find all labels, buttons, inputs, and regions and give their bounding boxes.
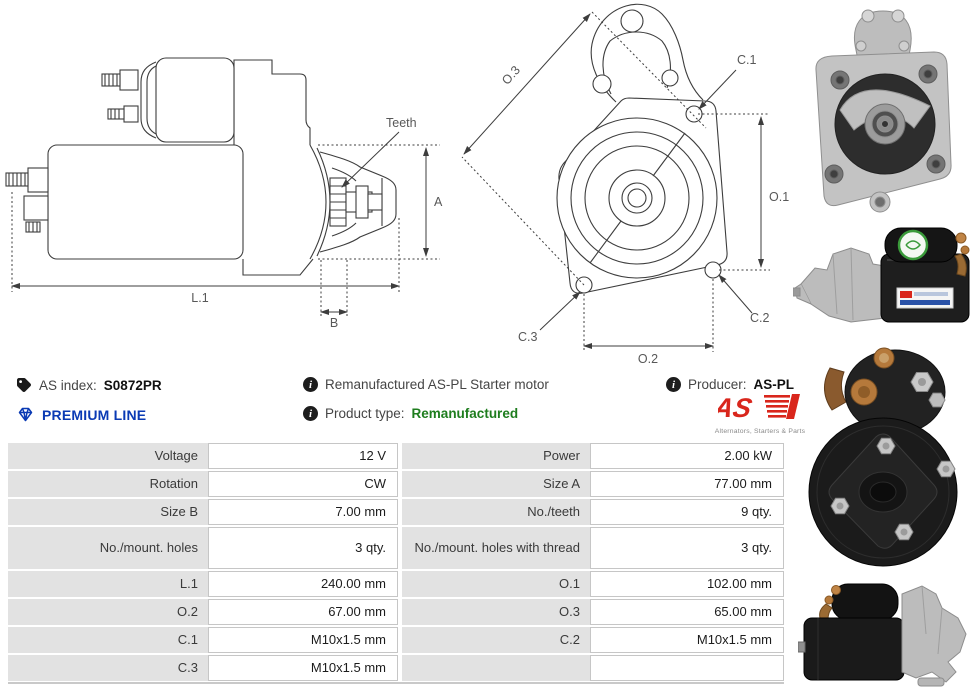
spec-value: 9 qty. <box>590 499 784 525</box>
label-dim-o2: O.2 <box>638 352 658 366</box>
spec-value: 2.00 kW <box>590 443 784 469</box>
spec-value: 7.00 mm <box>208 499 398 525</box>
info-icon <box>303 377 318 392</box>
side-dimension-lines <box>11 131 440 318</box>
spec-label: No./mount. holes <box>8 527 208 569</box>
spec-label: O.3 <box>402 599 590 625</box>
table-row: No./mount. holes 3 qty. No./mount. holes… <box>8 527 784 569</box>
photo-side-complete <box>793 227 970 323</box>
spec-value: M10x1.5 mm <box>208 655 398 681</box>
spec-value: 77.00 mm <box>590 471 784 497</box>
spec-value: 3 qty. <box>590 527 784 569</box>
label-dim-l1: L.1 <box>191 291 208 305</box>
front-dimension-lines <box>461 11 770 352</box>
spec-label: C.1 <box>8 627 208 653</box>
label-dim-c2: C.2 <box>750 311 770 325</box>
spec-value: M10x1.5 mm <box>590 627 784 653</box>
spec-value: 102.00 mm <box>590 571 784 597</box>
producer: Producer: AS-PL <box>666 377 794 392</box>
starter-front-outline <box>556 3 728 294</box>
label-dim-b: B <box>330 316 338 330</box>
product-type-value: Remanufactured <box>411 406 519 421</box>
info-icon <box>666 377 681 392</box>
spec-label <box>402 655 590 681</box>
photo-rear-view <box>808 347 958 567</box>
spec-label: C.3 <box>8 655 208 681</box>
diamond-icon <box>18 407 33 422</box>
spec-value: M10x1.5 mm <box>208 627 398 653</box>
spec-value: 65.00 mm <box>590 599 784 625</box>
label-dim-a: A <box>434 195 443 209</box>
as-logo-tagline: Alternators, Starters & Parts <box>714 428 806 435</box>
spec-value: CW <box>208 471 398 497</box>
product-type-label: Product type: <box>325 406 405 421</box>
as-index-label: AS index: <box>39 377 97 393</box>
premium-line-label: PREMIUM LINE <box>42 406 147 423</box>
as-logo-graphic: AS <box>710 392 800 423</box>
spec-label: Voltage <box>8 443 208 469</box>
spec-value: 3 qty. <box>208 527 398 569</box>
tag-icon <box>17 378 31 392</box>
spec-label: No./mount. holes with thread <box>402 527 590 569</box>
spec-label: Size B <box>8 499 208 525</box>
starter-side-outline <box>5 57 397 276</box>
table-row: O.2 67.00 mm O.3 65.00 mm <box>8 599 784 625</box>
spec-label: L.1 <box>8 571 208 597</box>
product-description: Remanufactured AS-PL Starter motor <box>303 377 549 392</box>
label-dim-c3: C.3 <box>518 330 538 344</box>
table-row: C.1 M10x1.5 mm C.2 M10x1.5 mm <box>8 627 784 653</box>
label-teeth: Teeth <box>386 116 417 130</box>
side-view-drawing: Teeth A L.1 B <box>5 57 443 330</box>
spec-value: 240.00 mm <box>208 571 398 597</box>
spec-value <box>590 655 784 681</box>
as-index: AS index: S0872PR <box>16 377 162 393</box>
spec-value: 67.00 mm <box>208 599 398 625</box>
as-pl-logo: AS Alternators, Starters & Parts <box>710 392 808 435</box>
front-view-drawing: O.3 C.1 O.1 C.2 C.3 O.2 <box>461 3 789 366</box>
spec-label: O.2 <box>8 599 208 625</box>
as-index-value: S0872PR <box>103 377 162 393</box>
spec-label: O.1 <box>402 571 590 597</box>
spec-label: Rotation <box>8 471 208 497</box>
table-row: C.3 M10x1.5 mm <box>8 655 784 681</box>
premium-line-badge: PREMIUM LINE <box>16 406 146 423</box>
spec-value: 12 V <box>208 443 398 469</box>
spec-label: Power <box>402 443 590 469</box>
info-icon <box>303 406 318 421</box>
table-row: Voltage 12 V Power 2.00 kW <box>8 443 784 469</box>
producer-value: AS-PL <box>753 377 795 392</box>
table-row: L.1 240.00 mm O.1 102.00 mm <box>8 571 784 597</box>
product-description-text: Remanufactured AS-PL Starter motor <box>325 377 549 392</box>
photo-front-flange <box>815 9 952 213</box>
spec-label: No./teeth <box>402 499 590 525</box>
label-dim-o1: O.1 <box>769 190 789 204</box>
spec-table: Voltage 12 V Power 2.00 kW Rotation CW S… <box>8 443 784 684</box>
photo-side-angled <box>798 583 967 687</box>
table-row: Size B 7.00 mm No./teeth 9 qty. <box>8 499 784 525</box>
spec-label: C.2 <box>402 627 590 653</box>
label-dim-c1: C.1 <box>737 53 757 67</box>
producer-label: Producer: <box>688 377 747 392</box>
spec-label: Size A <box>402 471 590 497</box>
product-type: Product type: Remanufactured <box>303 406 518 421</box>
as-logo-text: AS <box>718 392 755 422</box>
table-row: Rotation CW Size A 77.00 mm <box>8 471 784 497</box>
label-dim-o3: O.3 <box>499 63 523 87</box>
